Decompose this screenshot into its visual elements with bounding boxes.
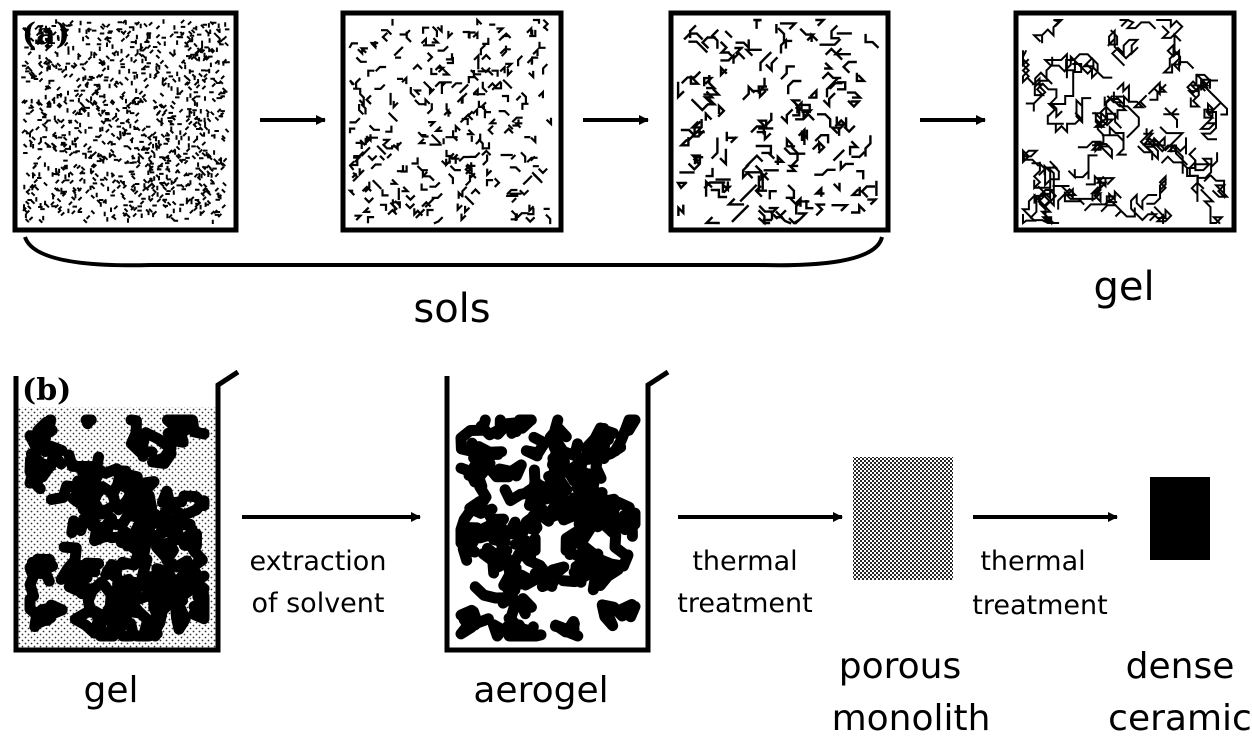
aerogel-label: aerogel	[473, 670, 608, 711]
step1-line1: extraction	[250, 546, 387, 577]
gel-box-network	[1020, 19, 1230, 226]
step1-line2: of solvent	[252, 588, 385, 619]
dense-ceramic-block	[1150, 477, 1210, 560]
gel-label-a: gel	[1093, 264, 1154, 310]
gel-beaker	[13, 369, 240, 653]
porous-label-line1: porous	[839, 646, 961, 687]
sol-box-3-particles	[675, 18, 880, 226]
porous-label-line2: monolith	[832, 698, 991, 739]
sols-label: sols	[413, 286, 490, 332]
step2-line2: treatment	[677, 588, 812, 619]
panel-b-tag: (b)	[22, 373, 71, 408]
step3-line2: treatment	[972, 590, 1107, 621]
step3-line1: thermal	[980, 546, 1085, 577]
gel-label-b: gel	[83, 670, 138, 711]
gel-beaker-network	[24, 414, 210, 642]
aerogel-beaker	[444, 369, 670, 653]
panel-b: (b) extraction of solvent thermal treatm…	[13, 369, 1252, 739]
sol-box-2-particles	[347, 17, 553, 225]
panel-a: (a) sols gel	[12, 10, 1237, 332]
dense-label-line1: dense	[1126, 646, 1235, 687]
sol-box-3	[668, 10, 891, 233]
dense-label-line2: ceramic	[1108, 698, 1252, 739]
step2-line1: thermal	[692, 546, 797, 577]
panel-a-tag: (a)	[22, 17, 70, 52]
sol-box-1-particles	[21, 19, 230, 224]
porous-monolith-block	[853, 457, 953, 580]
aerogel-beaker-network	[455, 414, 641, 642]
sols-bracket	[23, 236, 884, 268]
